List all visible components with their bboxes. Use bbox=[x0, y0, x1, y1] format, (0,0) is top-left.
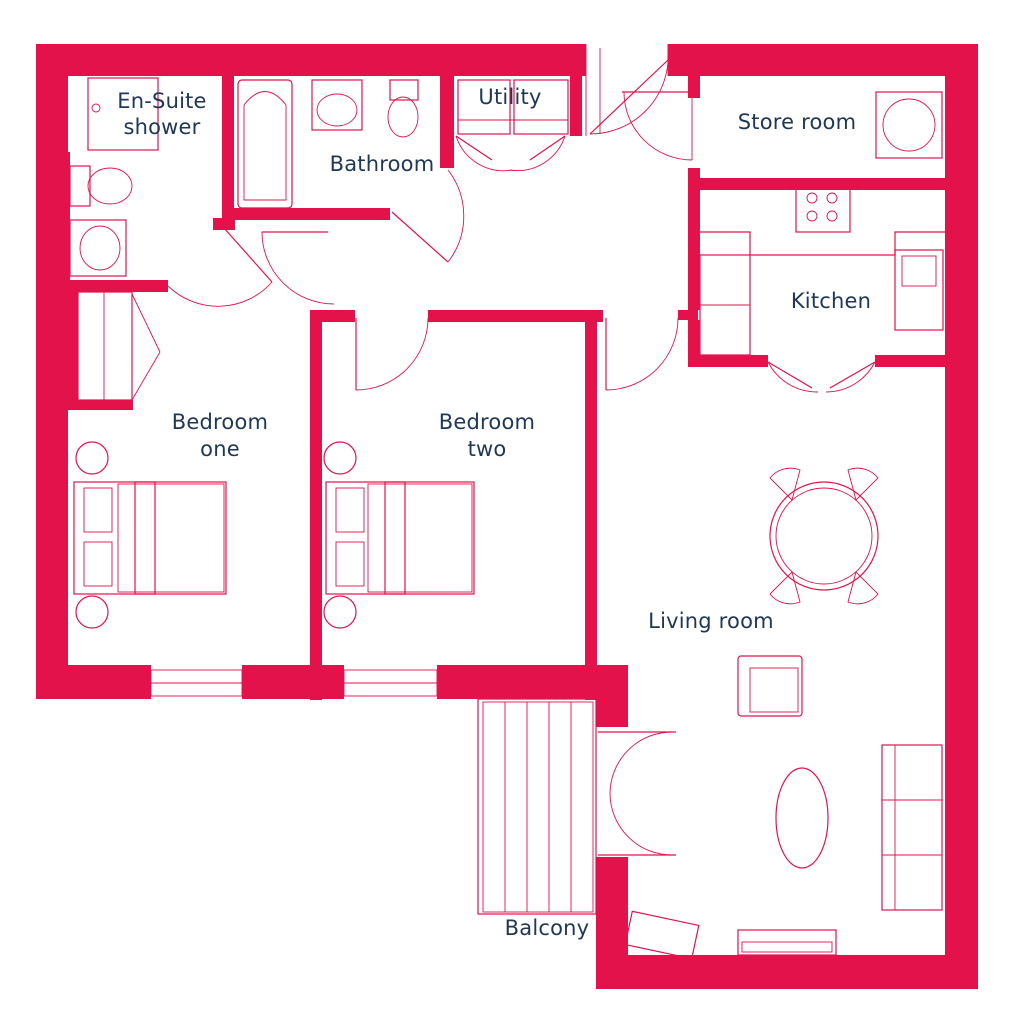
store-room-label: Store room bbox=[738, 110, 857, 134]
balcony-label: Balcony bbox=[505, 916, 590, 940]
room-labels: En-Suite shower Utility Store room Bathr… bbox=[117, 85, 871, 940]
bedroom-one-label-line1: Bedroom bbox=[172, 410, 268, 434]
bedroom-one-label-line2: one bbox=[200, 437, 240, 461]
ensuite-label-line1: En-Suite bbox=[117, 89, 206, 113]
balcony bbox=[477, 698, 597, 915]
fixtures bbox=[69, 77, 945, 960]
walls bbox=[36, 44, 978, 989]
kitchen-label: Kitchen bbox=[791, 289, 871, 313]
bedroom-two-label-line2: two bbox=[468, 437, 507, 461]
living-room-label: Living room bbox=[648, 609, 774, 633]
ensuite-label-line2: shower bbox=[123, 115, 200, 139]
doors bbox=[131, 48, 876, 856]
utility-label: Utility bbox=[478, 85, 541, 109]
bedroom-two-label-line1: Bedroom bbox=[439, 410, 535, 434]
windows bbox=[150, 44, 669, 697]
bathroom-label: Bathroom bbox=[330, 152, 435, 176]
